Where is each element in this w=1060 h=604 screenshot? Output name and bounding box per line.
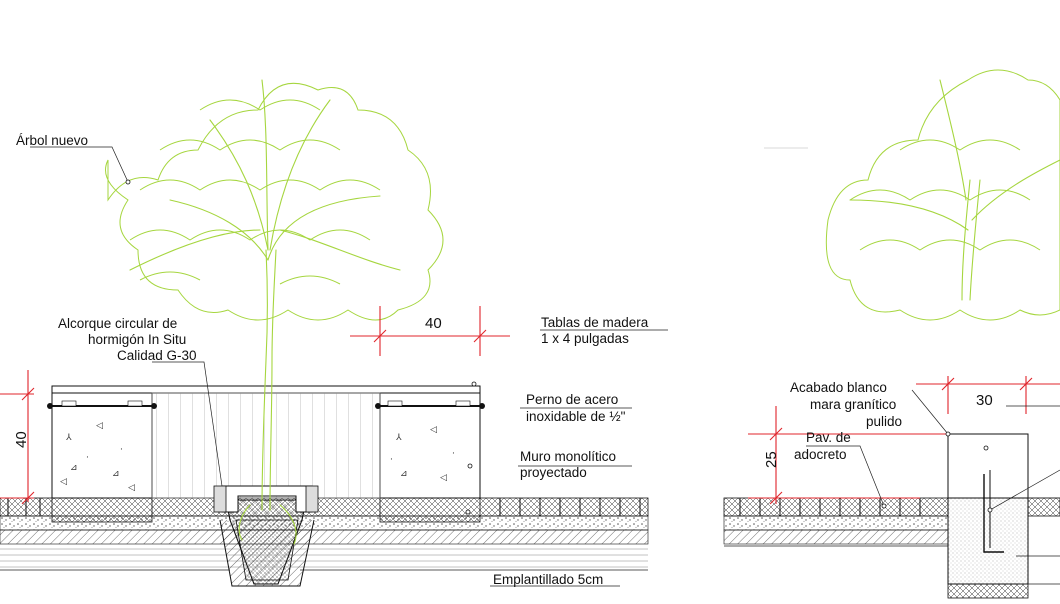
- concrete-marks: ⅄◁· ⊿⊿◁ ◁· ⅄◁· ⊿◁·: [60, 421, 455, 493]
- label-tablas-1: Tablas de madera: [541, 315, 649, 330]
- label-perno-1: Perno de acero: [526, 392, 618, 407]
- label-pav-2: adocreto: [794, 447, 847, 462]
- leader-lines-left: [30, 146, 668, 587]
- svg-text:◁: ◁: [430, 425, 437, 435]
- dimension-width-40-text: 40: [425, 315, 442, 332]
- label-muro-2: proyectado: [520, 465, 587, 480]
- label-emplantillado: Emplantillado 5cm: [493, 572, 603, 587]
- label-acabado-3: pulido: [866, 414, 902, 429]
- wall-left: [51, 391, 153, 499]
- leader-dots-left: [125, 179, 477, 515]
- label-acabado-1: Acabado blanco: [790, 380, 887, 395]
- tree-pit: [213, 485, 319, 587]
- svg-text:⊿: ⊿: [112, 469, 120, 479]
- leader-lines-right: [806, 389, 1060, 585]
- svg-text:·: ·: [390, 455, 393, 465]
- label-acabado-2: mara granítico: [810, 397, 896, 412]
- left-detail: ⅄◁· ⊿⊿◁ ◁· ⅄◁· ⊿◁·: [0, 79, 668, 587]
- label-perno-2: inoxidable de ½": [526, 409, 626, 424]
- label-alcorque-3: Calidad G-30: [117, 348, 197, 363]
- label-tablas-2: 1 x 4 pulgadas: [541, 331, 629, 346]
- paver-joints-left: [7, 498, 641, 516]
- svg-text:◁: ◁: [60, 477, 67, 487]
- svg-text:⊿: ⊿: [70, 463, 78, 473]
- label-arbol-nuevo: Árbol nuevo: [16, 133, 88, 148]
- label-muro-1: Muro monolítico: [520, 449, 616, 464]
- svg-text:⊿: ⊿: [400, 469, 408, 479]
- svg-text:⅄: ⅄: [395, 433, 402, 443]
- right-detail: 30 25 Acabado blanco mara granítico pul: [723, 69, 1060, 599]
- svg-text:◁: ◁: [96, 421, 103, 431]
- timber-screen: [151, 392, 381, 499]
- dimension-width-30: 30: [916, 376, 1060, 414]
- wall-right: [379, 391, 481, 499]
- base-hatch-left: [0, 529, 649, 545]
- dimension-width-40: 40: [350, 306, 510, 356]
- wood-planks: [51, 385, 481, 394]
- dimension-height-25: 25: [748, 406, 948, 505]
- svg-text:◁: ◁: [440, 473, 447, 483]
- label-alcorque-2: hormigón In Situ: [88, 332, 186, 347]
- svg-text:·: ·: [86, 453, 89, 463]
- label-pav-1: Pav. de: [806, 430, 851, 445]
- dimension-height-40: 40: [0, 370, 35, 505]
- tree-right: [764, 69, 1060, 321]
- gravel-layer-right: [723, 515, 949, 531]
- svg-text:·: ·: [452, 449, 455, 459]
- base-hatch-right: [723, 529, 949, 545]
- tree-left: [105, 79, 444, 545]
- dimension-height-40-text: 40: [13, 431, 30, 448]
- svg-text:⅄: ⅄: [65, 433, 72, 443]
- label-alcorque-1: Alcorque circular de: [58, 316, 177, 331]
- steel-bolts: [47, 400, 485, 409]
- svg-text:◁: ◁: [128, 483, 135, 493]
- svg-text:·: ·: [120, 445, 123, 455]
- dimension-width-30-text: 30: [976, 392, 993, 409]
- dimension-height-25-text: 25: [763, 451, 780, 468]
- soil-left: [0, 544, 648, 570]
